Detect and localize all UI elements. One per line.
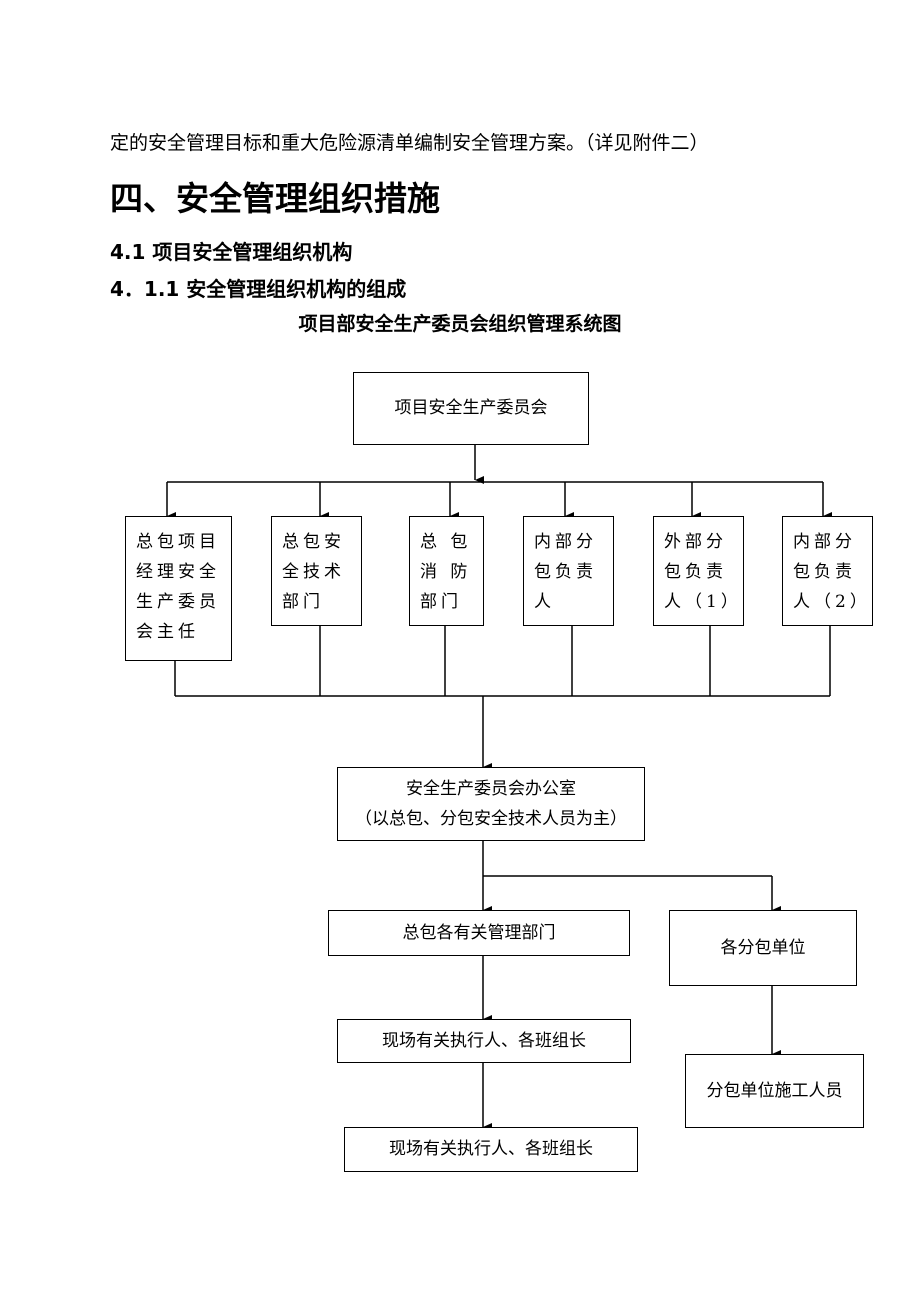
org-node-site-leaders-2: 现场有关执行人、各班组长 [344,1127,638,1172]
section-heading: 四、安全管理组织措施 [110,179,440,218]
org-node-external-sub: 外部分 包负责 人（1） [653,516,744,626]
org-node-general-depts: 总包各有关管理部门 [328,910,630,956]
chart-title: 项目部安全生产委员会组织管理系统图 [298,313,622,335]
org-node-sub-workers: 分包单位施工人员 [685,1054,864,1128]
org-node-internal-sub-1: 内部分 包负责 人 [523,516,614,626]
subsection-heading: 4.1 项目安全管理组织机构 [110,240,353,264]
office-title: 安全生产委员会办公室 [406,779,576,799]
intro-paragraph: 定的安全管理目标和重大危险源清单编制安全管理方案。（详见附件二） [110,132,709,154]
org-node-site-leaders-1: 现场有关执行人、各班组长 [337,1019,631,1063]
office-subtitle: （以总包、分包安全技术人员为主） [355,809,627,829]
org-node-fire-dept: 总 包 消 防 部门 [409,516,484,626]
subsubsection-heading: 4．1.1 安全管理组织机构的组成 [110,277,407,301]
org-node-office: 安全生产委员会办公室 （以总包、分包安全技术人员为主） [337,767,645,841]
org-node-internal-sub-2: 内部分 包负责 人（2） [782,516,873,626]
org-node-general-manager: 总包项目 经理安全 生产委员 会主任 [125,516,232,661]
org-node-root: 项目安全生产委员会 [353,372,589,445]
org-node-safety-tech-dept: 总包安 全技术 部门 [271,516,362,626]
org-node-sub-units: 各分包单位 [669,910,857,986]
